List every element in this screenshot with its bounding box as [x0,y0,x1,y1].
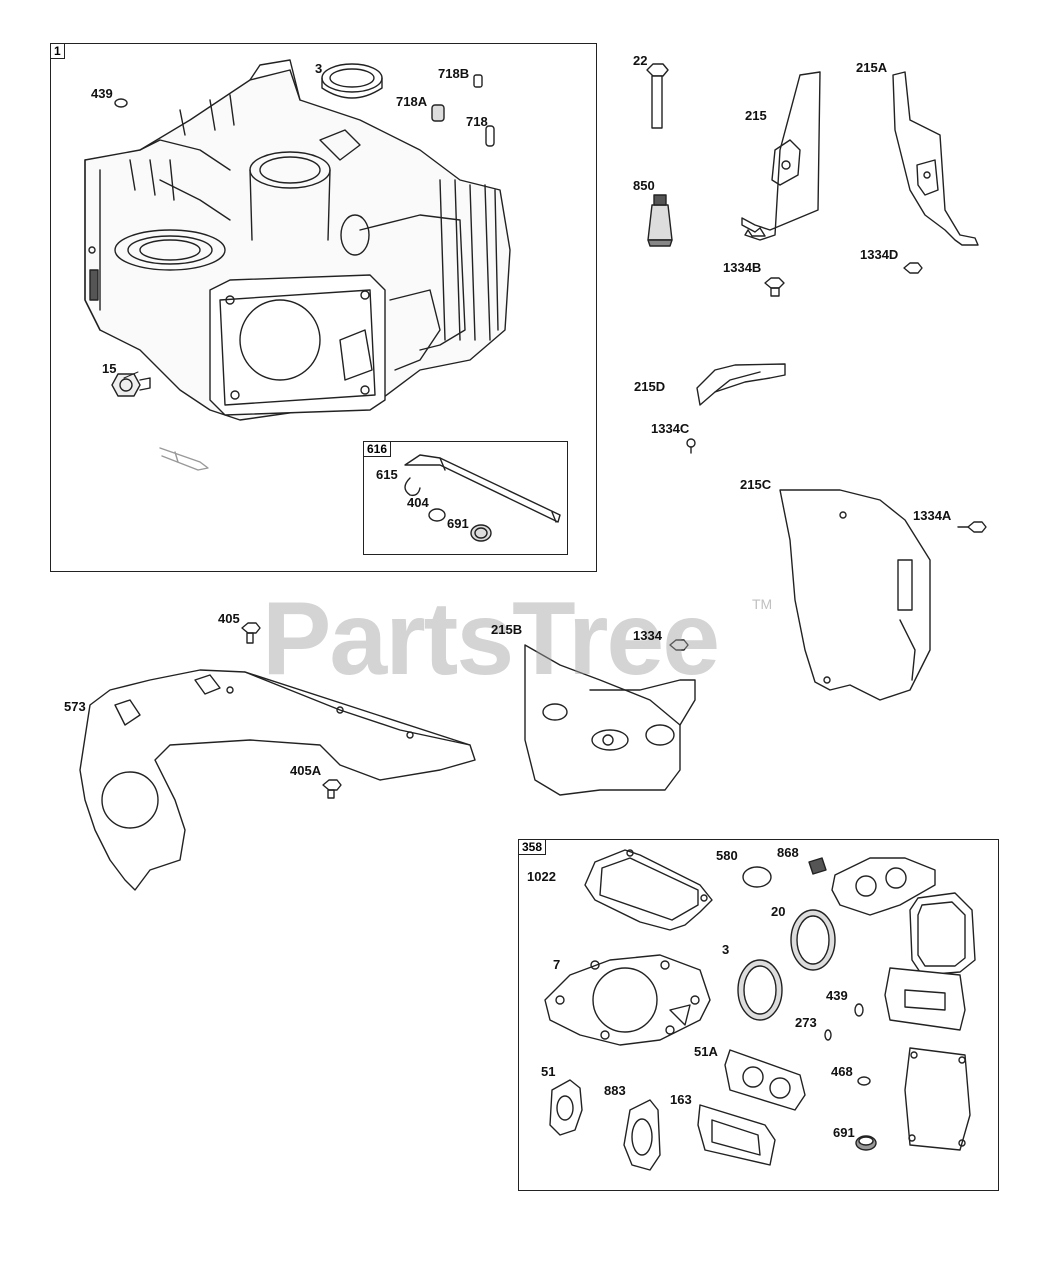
part-573-shroud-plate[interactable] [79,669,476,891]
part-718a-dowel[interactable] [431,104,445,122]
part-215-air-guide[interactable] [741,71,821,241]
group-box-gasket-set: 358 [518,839,999,1191]
part-580-o-ring[interactable] [742,866,772,888]
engine-block-illustration [84,59,511,421]
label-573[interactable]: 573 [64,699,86,714]
label-20[interactable]: 20 [771,904,786,919]
part-850-sealant-tube[interactable] [647,194,673,247]
stud-faint [159,447,209,471]
part-615-clip[interactable] [404,477,421,497]
group-tag-358: 358 [518,839,547,855]
label-51a[interactable]: 51A [694,1044,718,1059]
label-439-set[interactable]: 439 [826,988,848,1003]
label-215a[interactable]: 215A [856,60,888,75]
label-615[interactable]: 615 [376,467,398,482]
label-215c[interactable]: 215C [740,477,772,492]
part-3-oil-seal-set[interactable] [737,959,783,1021]
part-691-seal[interactable] [470,524,492,542]
label-883[interactable]: 883 [604,1083,626,1098]
label-215[interactable]: 215 [745,108,767,123]
label-868[interactable]: 868 [777,845,799,860]
group-tag-1: 1 [50,43,65,59]
group-box-dipstick: 616 [363,441,568,555]
group-box-engine-block: 1 [50,43,597,572]
label-1334a[interactable]: 1334A [913,508,952,523]
part-22-bolt[interactable] [646,63,669,129]
part-691-seal-set[interactable] [855,1135,877,1151]
label-273[interactable]: 273 [795,1015,817,1030]
part-1334c-screw[interactable] [686,438,696,454]
part-20-oil-seal[interactable] [790,909,836,971]
part-404-washer[interactable] [428,508,446,522]
label-718[interactable]: 718 [466,114,488,129]
watermark-trademark: TM [752,596,773,612]
part-215c-cover[interactable] [779,489,931,701]
label-405a[interactable]: 405A [290,763,322,778]
part-215a-air-guide[interactable] [892,71,979,246]
part-868-valve-seal[interactable] [808,857,827,875]
part-215d-baffle[interactable] [696,363,786,406]
label-405[interactable]: 405 [218,611,240,626]
part-163-gasket[interactable] [697,1104,776,1166]
part-1334d-screw[interactable] [903,262,923,274]
label-51[interactable]: 51 [541,1064,556,1079]
group-tag-616: 616 [363,441,392,457]
part-gasket-right-square[interactable] [904,1047,971,1151]
watermark-text: PartsTree [262,581,720,697]
label-15[interactable]: 15 [102,361,117,376]
part-gasket-right-top[interactable] [831,857,936,916]
label-3-set[interactable]: 3 [722,942,730,957]
label-3[interactable]: 3 [315,61,323,76]
label-215d[interactable]: 215D [634,379,666,394]
part-1022-gasket[interactable] [584,849,713,931]
part-439-washer-set[interactable] [854,1003,864,1017]
label-691-set[interactable]: 691 [833,1125,855,1140]
label-163[interactable]: 163 [670,1092,692,1107]
label-468[interactable]: 468 [831,1064,853,1079]
label-22[interactable]: 22 [633,53,648,68]
part-718-pin[interactable] [485,125,495,147]
label-691[interactable]: 691 [447,516,469,531]
part-405a-screw[interactable] [322,779,342,799]
part-1334-screw[interactable] [669,639,689,651]
leader-lines [123,371,139,379]
part-1334b-screw[interactable] [764,277,785,297]
label-1334c[interactable]: 1334C [651,421,690,436]
part-gasket-right-rounded[interactable] [909,892,976,976]
part-gasket-right-exhaust[interactable] [884,967,966,1031]
label-580[interactable]: 580 [716,848,738,863]
part-51a-gasket[interactable] [724,1049,806,1111]
part-439-washer[interactable] [114,98,128,108]
part-468-washer[interactable] [857,1076,871,1086]
label-718b[interactable]: 718B [438,66,470,81]
part-273-washer[interactable] [824,1029,832,1041]
label-439[interactable]: 439 [91,86,113,101]
label-1334d[interactable]: 1334D [860,247,899,262]
label-1334b[interactable]: 1334B [723,260,762,275]
part-7-head-gasket[interactable] [544,954,711,1046]
part-718b-dowel[interactable] [473,74,483,88]
label-215b[interactable]: 215B [491,622,523,637]
part-1334a-screw[interactable] [957,521,987,533]
part-3-oil-seal[interactable] [321,63,383,99]
label-404[interactable]: 404 [407,495,429,510]
label-1022[interactable]: 1022 [527,869,556,884]
part-616-dipstick-tube[interactable] [404,454,561,523]
part-215b-cover[interactable] [524,644,696,796]
part-15-plug[interactable] [111,373,151,397]
label-850[interactable]: 850 [633,178,655,193]
label-7[interactable]: 7 [553,957,561,972]
part-883-gasket[interactable] [623,1099,661,1171]
part-51-gasket[interactable] [549,1079,583,1136]
part-405-screw[interactable] [241,622,261,644]
label-1334[interactable]: 1334 [633,628,662,643]
label-718a[interactable]: 718A [396,94,428,109]
